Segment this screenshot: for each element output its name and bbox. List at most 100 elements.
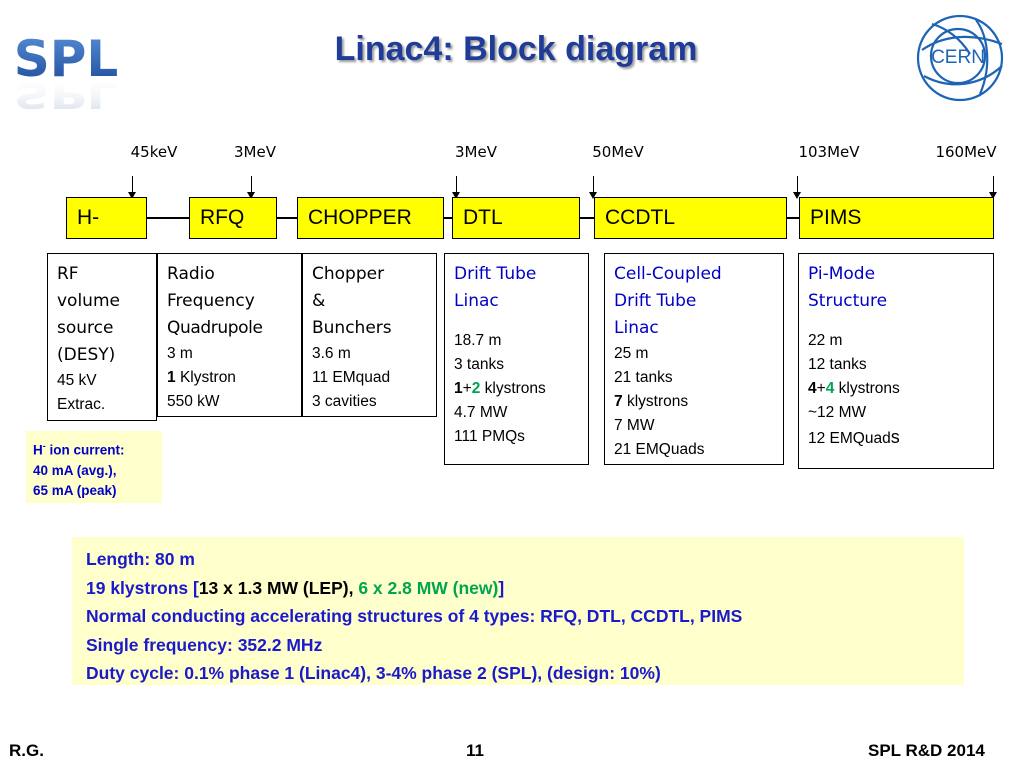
- ion-note-sup: -: [42, 441, 46, 451]
- ion-note-h: H: [33, 442, 43, 458]
- block-rfq: RFQ: [189, 197, 277, 239]
- arrow-line: [797, 176, 798, 196]
- footer-author: R.G.: [9, 741, 44, 760]
- arrow-head: [989, 192, 997, 199]
- block-ccdtl: CCDTL: [594, 197, 787, 239]
- desc-spec: 3 cavities: [312, 393, 377, 410]
- desc-spec: 3 m: [167, 345, 193, 362]
- desc-name-line: RF: [57, 264, 79, 284]
- summary-klystrons: 19 klystrons [13 x 1.3 MW (LEP), 6 x 2.8…: [86, 574, 964, 603]
- desc-spec: 21 EMQuads: [614, 441, 705, 458]
- block-h-source: H-: [66, 197, 147, 239]
- desc-spec: 3.6 m: [312, 345, 351, 362]
- block-dtl: DTL: [452, 197, 580, 239]
- klystron-count-new: 2: [471, 380, 481, 397]
- beamline-connector: [787, 217, 799, 219]
- desc-name-line: Structure: [808, 291, 888, 311]
- emquad-label: 12 EMQuad: [808, 430, 891, 447]
- cern-logo-text: CERN: [931, 47, 985, 68]
- arrow-line: [456, 176, 457, 196]
- desc-spec-klystrons: 7 klystrons: [614, 390, 775, 414]
- desc-name-line: Frequency: [167, 291, 255, 311]
- desc-spec-klystron: 1 Klystron: [167, 366, 293, 390]
- desc-spec: 45 kV: [57, 372, 97, 389]
- slide-title: Linac4: Block diagram: [334, 30, 698, 68]
- desc-chopper: Chopper & Bunchers 3.6 m 11 EMquad 3 cav…: [302, 253, 437, 417]
- block-chopper: CHOPPER: [297, 197, 444, 239]
- spl-logo-reflection: SPL: [14, 74, 118, 115]
- footer-page-number: 11: [466, 741, 484, 760]
- energy-label-rfq-out: 3MeV: [234, 143, 276, 161]
- desc-name-line: Drift Tube: [454, 264, 537, 284]
- ion-note-line3: 65 mA (peak): [33, 482, 117, 498]
- arrow-line: [251, 176, 252, 196]
- desc-spec: ~12 MW: [808, 404, 867, 421]
- energy-label-160mev: 160MeV: [935, 143, 997, 161]
- beamline-connector: [147, 217, 189, 219]
- desc-spec: 111 PMQs: [454, 428, 525, 445]
- desc-ccdtl: Cell-Coupled Drift Tube Linac 25 m 21 ta…: [604, 253, 784, 465]
- arrow-head: [247, 192, 255, 199]
- summary-klystrons-new: 6 x 2.8 MW (new): [358, 577, 499, 598]
- desc-name-line: Pi-Mode: [808, 264, 876, 284]
- desc-spec: 22 m: [808, 332, 843, 349]
- summary-box: Length: 80 m 19 klystrons [13 x 1.3 MW (…: [72, 537, 964, 685]
- klystron-count-old: 1: [454, 380, 463, 397]
- klystron-label: klystrons: [838, 380, 900, 397]
- desc-name-line: (DESY): [57, 345, 116, 365]
- desc-pims: Pi-Mode Structure 22 m 12 tanks 4+4 klys…: [798, 253, 994, 469]
- desc-spec-klystrons: 4+4 klystrons: [808, 377, 985, 401]
- desc-rfq: Radio Frequency Quadrupole 3 m 1 Klystro…: [157, 253, 302, 417]
- arrow-head: [452, 192, 460, 199]
- klystron-count-old: 4: [808, 380, 817, 397]
- desc-spec: 3 tanks: [454, 356, 504, 373]
- energy-label-chopper-out: 3MeV: [455, 143, 497, 161]
- beamline-connector: [444, 217, 452, 219]
- desc-spec: 18.7 m: [454, 332, 502, 349]
- desc-name-line: Drift Tube: [614, 291, 697, 311]
- desc-spec: 550 kW: [167, 393, 220, 410]
- desc-spec: 21 tanks: [614, 369, 673, 386]
- summary-klystrons-count: 19 klystrons [: [86, 577, 199, 598]
- desc-spec-klystrons: 1+2 klystrons: [454, 377, 580, 401]
- arrow-line: [593, 176, 594, 196]
- klystron-plus: +: [816, 380, 826, 397]
- arrow-line: [993, 176, 994, 196]
- desc-spec: 11 EMquad: [312, 369, 391, 386]
- desc-name-line: volume: [57, 291, 120, 311]
- arrow-head: [793, 192, 801, 199]
- desc-dtl: Drift Tube Linac 18.7 m 3 tanks 1+2 klys…: [444, 253, 589, 465]
- desc-name-line: &: [312, 291, 326, 311]
- desc-spec: 25 m: [614, 345, 649, 362]
- arrow-head: [128, 192, 136, 199]
- desc-name-line: Chopper: [312, 264, 385, 284]
- desc-source: RF volume source (DESY) 45 kV Extrac.: [47, 253, 157, 421]
- block-pims: PIMS: [799, 197, 994, 239]
- arrow-head: [589, 192, 597, 199]
- desc-spec-emquads: 12 EMQuads: [808, 425, 985, 451]
- arrow-line: [132, 176, 133, 196]
- cern-logo: CERN: [916, 14, 1004, 102]
- summary-duty-cycle: Duty cycle: 0.1% phase 1 (Linac4), 3-4% …: [86, 663, 661, 683]
- ion-note-text: ion current:: [45, 442, 125, 458]
- spl-logo: SPL SPL: [14, 30, 119, 115]
- footer-event: SPL R&D 2014: [868, 741, 985, 760]
- desc-spec: 7 MW: [614, 417, 655, 434]
- desc-name-line: Cell-Coupled: [614, 264, 722, 284]
- desc-spec: Extrac.: [57, 396, 106, 413]
- ion-note-line2: 40 mA (avg.),: [33, 462, 117, 478]
- summary-klystrons-lep: 13 x 1.3 MW (LEP),: [198, 577, 359, 598]
- klystron-label: klystrons: [626, 393, 689, 410]
- energy-label-45kev: 45keV: [130, 143, 178, 161]
- desc-name-line: Linac: [454, 291, 499, 311]
- summary-frequency: Single frequency: 352.2 MHz: [86, 634, 323, 655]
- klystron-count: 1: [167, 369, 176, 386]
- energy-label-50mev: 50MeV: [592, 143, 644, 161]
- klystron-label: Klystron: [179, 369, 236, 386]
- energy-label-103mev: 103MeV: [798, 143, 860, 161]
- desc-name-line: source: [57, 318, 114, 338]
- desc-name-line: Linac: [614, 318, 659, 338]
- beamline-connector: [580, 217, 594, 219]
- klystron-plus: +: [462, 380, 472, 397]
- emquad-suffix: s: [890, 427, 900, 447]
